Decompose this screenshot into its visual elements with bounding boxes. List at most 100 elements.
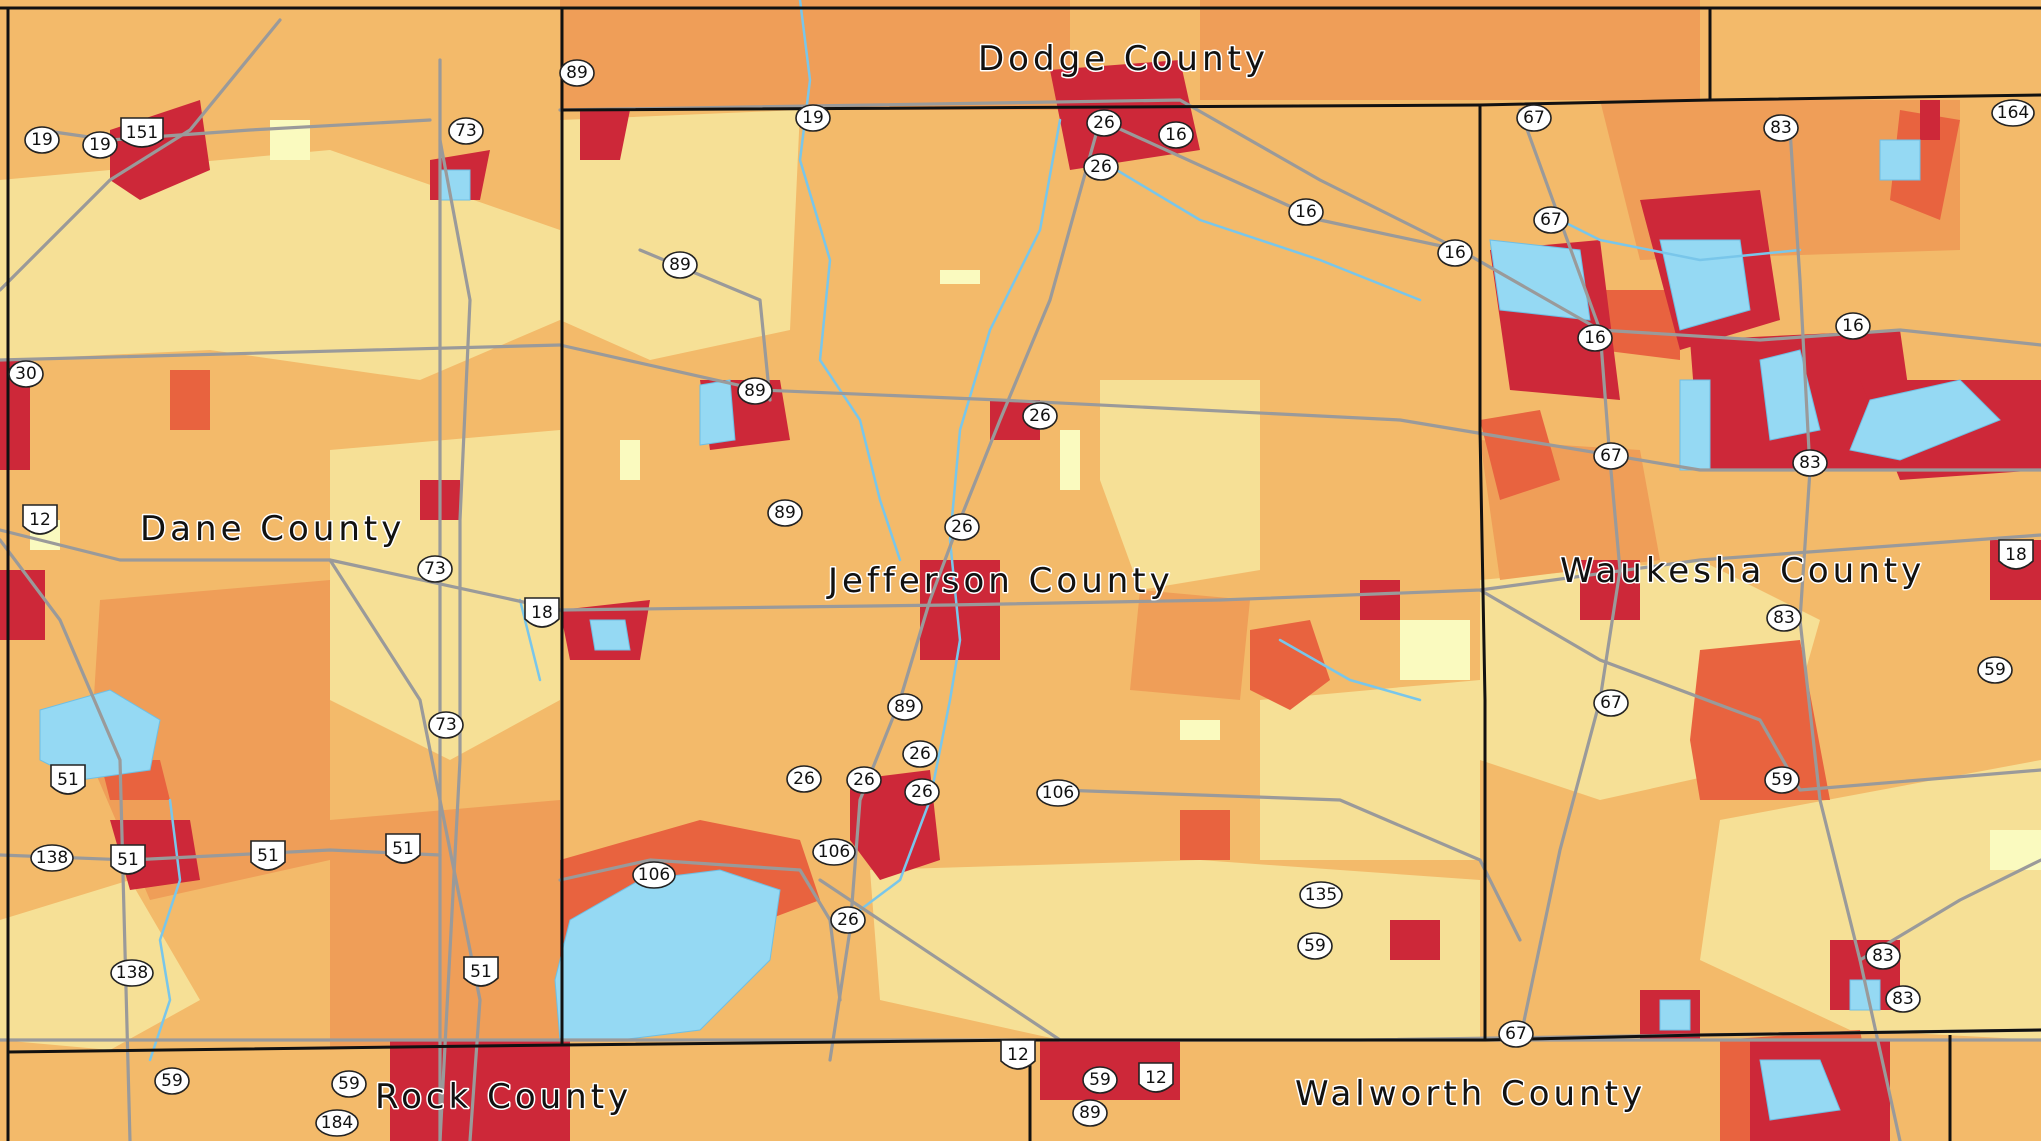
county-label-rock: Rock County	[375, 1077, 632, 1117]
highway-shield-label: 16	[1584, 328, 1606, 348]
highway-shield-51: 51	[50, 764, 86, 795]
road	[1858, 858, 2041, 962]
lake	[554, 869, 781, 1041]
state-shield-icon	[1086, 109, 1122, 137]
state-shield-icon	[904, 778, 940, 806]
highway-shield-label: 26	[1093, 113, 1115, 133]
state-shield-icon	[1516, 104, 1552, 132]
high-area	[1600, 290, 1680, 360]
pale-patch	[620, 440, 640, 480]
high-area	[170, 370, 210, 430]
highway-shield-59: 59	[331, 1070, 367, 1098]
lake	[1659, 999, 1691, 1031]
highway-shield-label: 106	[818, 842, 850, 862]
pale-patch	[940, 270, 980, 284]
county-boundaries	[0, 6, 2041, 1141]
highway-shield-label: 59	[161, 1071, 183, 1091]
rivers	[148, 0, 1802, 1062]
state-shield-icon	[1593, 689, 1629, 717]
state-shield-icon	[1766, 604, 1802, 632]
lake	[1679, 379, 1711, 471]
us-shield-icon	[1000, 1039, 1036, 1070]
state-shield-icon	[30, 844, 74, 872]
state-shield-icon	[1763, 114, 1799, 142]
state-shield-icon	[1593, 442, 1629, 470]
county-label-dane: Dane County	[140, 509, 405, 549]
pale-patch	[1400, 620, 1470, 680]
highway-shield-label: 59	[338, 1074, 360, 1094]
highway-shield-59: 59	[1764, 766, 1800, 794]
highway-shield-label: 18	[531, 603, 553, 623]
highway-shield-19: 19	[82, 131, 118, 159]
highest-area	[920, 560, 1000, 660]
highway-shield-label: 106	[1042, 783, 1074, 803]
state-shield-icon	[82, 131, 118, 159]
road	[558, 858, 842, 1002]
lake	[1849, 379, 2001, 461]
us-shield-icon	[524, 597, 560, 628]
zone-light	[870, 860, 1480, 1040]
zone-light	[560, 110, 800, 360]
highway-shield-label: 19	[31, 130, 53, 150]
highway-shield-106: 106	[812, 838, 856, 866]
road	[1058, 788, 1522, 942]
river	[858, 118, 1062, 912]
highway-shield-label: 164	[1997, 103, 2029, 123]
highway-shield-label: 89	[894, 697, 916, 717]
road	[828, 118, 1102, 1062]
highway-shield-73: 73	[448, 117, 484, 145]
state-shield-icon	[315, 1109, 359, 1137]
highway-shield-67: 67	[1593, 689, 1629, 717]
highway-shield-59: 59	[1977, 656, 2013, 684]
highway-shield-89: 89	[887, 693, 923, 721]
river	[1278, 638, 1422, 702]
highway-shield-label: 89	[1079, 1103, 1101, 1123]
highway-shield-73: 73	[428, 711, 464, 739]
highway-shield-138: 138	[30, 844, 74, 872]
highway-shield-12: 12	[1138, 1062, 1174, 1093]
state-shield-icon	[448, 117, 484, 145]
river	[1098, 158, 1422, 302]
highway-shield-26: 26	[944, 513, 980, 541]
highway-shield-73: 73	[417, 555, 453, 583]
highway-shield-12: 12	[1000, 1039, 1036, 1070]
highway-shield-label: 73	[455, 121, 477, 141]
road	[438, 138, 472, 1141]
highway-shield-16: 16	[1158, 121, 1194, 149]
lake	[1659, 239, 1751, 331]
highway-shield-label: 19	[802, 108, 824, 128]
state-shield-icon	[1036, 779, 1080, 807]
state-shield-icon	[1764, 766, 1800, 794]
highway-shield-label: 51	[392, 839, 414, 859]
highway-shield-83: 83	[1865, 942, 1901, 970]
zone-light	[1100, 380, 1260, 590]
us-shield-icon	[463, 956, 499, 987]
highway-shield-18: 18	[524, 597, 560, 628]
highway-shield-label: 89	[566, 63, 588, 83]
state-shield-icon	[1437, 239, 1473, 267]
state-shield-icon	[1083, 153, 1119, 181]
lake	[439, 169, 471, 201]
lake	[1759, 1059, 1841, 1121]
highway-shield-83: 83	[1792, 449, 1828, 477]
lake	[1849, 979, 1881, 1011]
highway-shield-label: 135	[1305, 885, 1337, 905]
highway-shield-label: 26	[837, 910, 859, 930]
state-shield-icon	[1288, 198, 1324, 226]
highway-shield-label: 83	[1872, 946, 1894, 966]
highway-shield-label: 59	[1984, 660, 2006, 680]
highway-shield-51: 51	[463, 956, 499, 987]
us-shield-icon	[22, 504, 58, 535]
state-shield-icon	[1865, 942, 1901, 970]
highway-shield-label: 83	[1799, 453, 1821, 473]
road	[0, 528, 2041, 612]
highway-shield-label: 83	[1770, 118, 1792, 138]
highway-shield-label: 59	[1089, 1070, 1111, 1090]
highway-shield-label: 19	[89, 135, 111, 155]
highway-shield-19: 19	[795, 104, 831, 132]
state-shield-icon	[767, 499, 803, 527]
highway-shield-label: 83	[1892, 989, 1914, 1009]
highway-shield-label: 89	[774, 503, 796, 523]
highway-shield-26: 26	[1022, 402, 1058, 430]
